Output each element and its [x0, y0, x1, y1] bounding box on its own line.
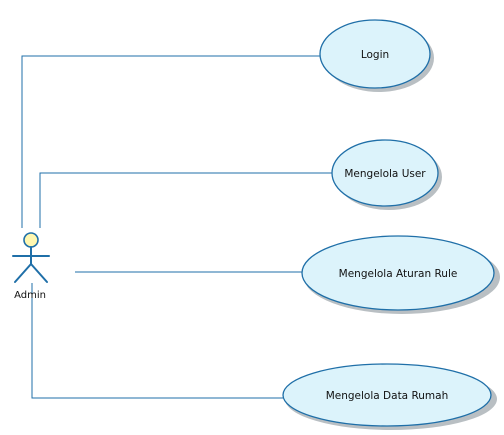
actor-right-leg	[30, 263, 48, 283]
use-case-mengelola-user[interactable]: Mengelola User	[331, 139, 442, 210]
actor-left-leg	[14, 263, 32, 283]
stick-figure-icon	[12, 232, 50, 283]
use-case-ellipse	[282, 363, 492, 427]
use-case-label: Mengelola User	[344, 168, 426, 180]
actor-head	[23, 232, 39, 248]
use-case-mengelola-data-rumah[interactable]: Mengelola Data Rumah	[282, 363, 497, 430]
use-case-login[interactable]: Login	[319, 19, 434, 92]
use-case-label: Login	[361, 49, 389, 61]
use-case-label: Mengelola Aturan Rule	[339, 268, 458, 280]
association-login	[21, 55, 326, 228]
association-mengelola-data-rumah	[31, 283, 284, 399]
use-case-ellipse	[319, 19, 431, 89]
use-case-ellipse	[331, 139, 439, 207]
actor-admin[interactable]: Admin	[12, 232, 50, 301]
use-case-label: Mengelola Data Rumah	[326, 390, 449, 402]
use-case-mengelola-aturan-rule[interactable]: Mengelola Aturan Rule	[301, 235, 500, 314]
use-case-ellipse	[301, 235, 495, 311]
association-mengelola-user	[39, 172, 336, 228]
associations	[21, 55, 336, 399]
actor-label: Admin	[14, 290, 46, 301]
